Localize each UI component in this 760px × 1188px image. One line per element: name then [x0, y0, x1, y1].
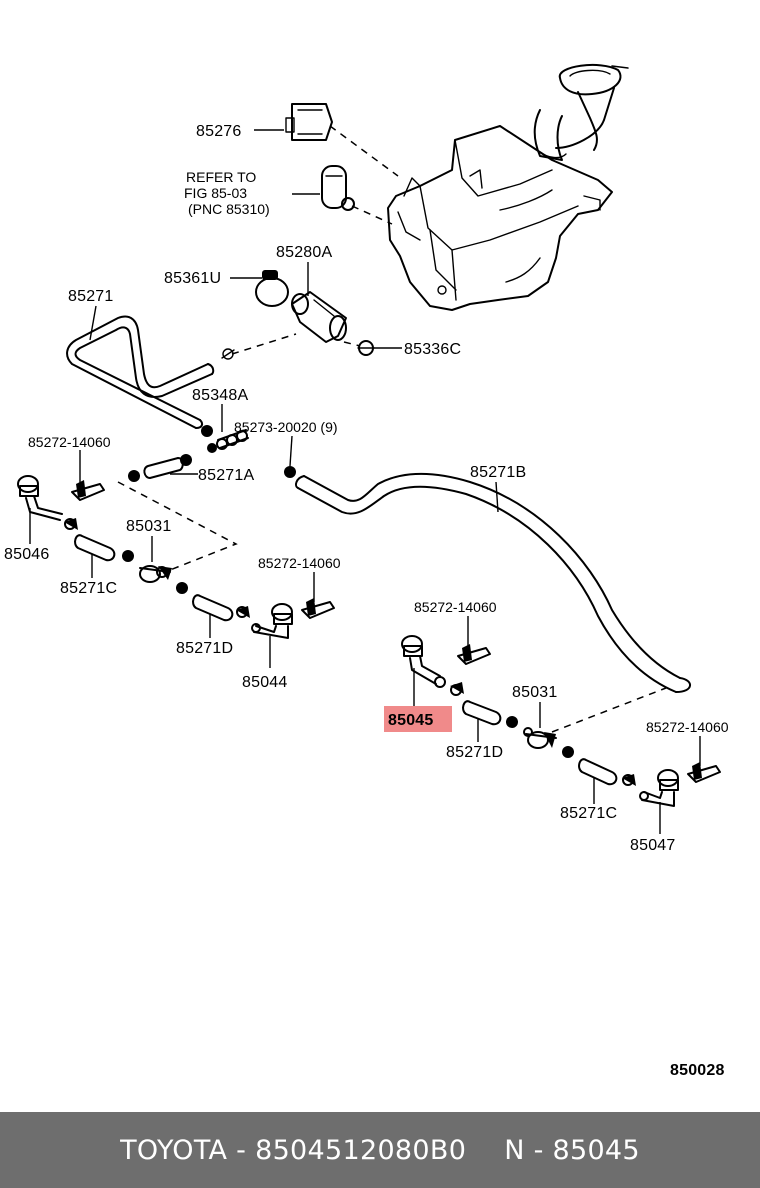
label-85271D-a: 85271D — [176, 640, 233, 657]
footer-bar: TOYOTA - 8504512080B0 N - 85045 — [0, 1112, 760, 1188]
part-85348A-icon — [201, 425, 249, 453]
label-85047: 85047 — [630, 837, 676, 854]
part-85272-clip-c — [457, 644, 491, 665]
parts-diagram: 85276 REFER TO FIG 85-03 (PNC 85310) 852… — [4, 63, 729, 1079]
part-85271C-hose-b — [578, 758, 618, 786]
label-85348A: 85348A — [192, 387, 248, 404]
part-85271D-hose-a — [192, 594, 234, 622]
refer-note-line2: FIG 85-03 — [184, 185, 247, 201]
grommet-dot — [284, 466, 296, 478]
part-85031-valve-b — [523, 727, 557, 749]
part-85280A-icon — [291, 291, 347, 343]
part-85276-icon — [254, 103, 333, 141]
grommet-dot — [176, 582, 188, 594]
footer-ref: N - 85045 — [504, 1134, 640, 1166]
label-85044: 85044 — [242, 674, 288, 691]
refer-note-line3: (PNC 85310) — [188, 201, 270, 217]
label-85031-b: 85031 — [512, 684, 558, 701]
label-85271C-a: 85271C — [60, 580, 117, 597]
label-85280A: 85280A — [276, 244, 332, 261]
part-85271D-hose-b — [462, 700, 502, 726]
label-85046: 85046 — [4, 546, 50, 563]
part-85272-clip-b — [301, 598, 335, 619]
part-85045-nozzle — [401, 635, 464, 696]
label-85271D-b: 85271D — [446, 744, 503, 761]
grommet-dot — [562, 746, 574, 758]
washer-motor-icon — [292, 165, 355, 211]
highlight-85045 — [384, 706, 452, 732]
part-85031-valve-a — [139, 565, 172, 583]
footer-part-number: TOYOTA - 8504512080B0 — [120, 1134, 467, 1166]
part-85272-clip-a — [71, 480, 105, 501]
label-85272-c: 85272-14060 — [414, 599, 497, 615]
label-85271C-b: 85271C — [560, 805, 617, 822]
part-85046-nozzle — [17, 475, 78, 530]
part-85271A-hose — [143, 457, 184, 479]
hose-clip-icon — [622, 774, 636, 786]
label-85361U: 85361U — [164, 270, 221, 287]
hose-clip-icon — [221, 348, 235, 360]
grommet-dot — [122, 550, 134, 562]
label-85271: 85271 — [68, 288, 114, 305]
grommet-dot — [128, 470, 140, 482]
part-85361U-icon — [255, 270, 289, 307]
part-85271C-hose-a — [74, 534, 116, 562]
washer-tank — [387, 63, 629, 311]
label-85271B: 85271B — [470, 464, 526, 481]
refer-note-line1: REFER TO — [186, 169, 256, 185]
hose-clip-icon — [236, 606, 250, 618]
grommet-dot — [506, 716, 518, 728]
figure-code: 850028 — [670, 1062, 725, 1079]
part-85271B-hose — [295, 473, 691, 693]
label-85031-a: 85031 — [126, 518, 172, 535]
label-85272-d: 85272-14060 — [646, 719, 729, 735]
part-85271-hose — [66, 315, 215, 429]
part-85044-nozzle — [251, 603, 293, 639]
label-85271A: 85271A — [198, 467, 254, 484]
label-85045: 85045 — [388, 712, 434, 729]
part-85336C-icon — [357, 340, 402, 356]
part-85272-clip-d — [687, 762, 721, 783]
part-85047-nozzle — [639, 769, 679, 807]
label-85272-b: 85272-14060 — [258, 555, 341, 571]
label-85273: 85273-20020 (9) — [234, 419, 338, 435]
label-85336C: 85336C — [404, 341, 461, 358]
label-85276: 85276 — [196, 123, 242, 140]
label-85272-a: 85272-14060 — [28, 434, 111, 450]
